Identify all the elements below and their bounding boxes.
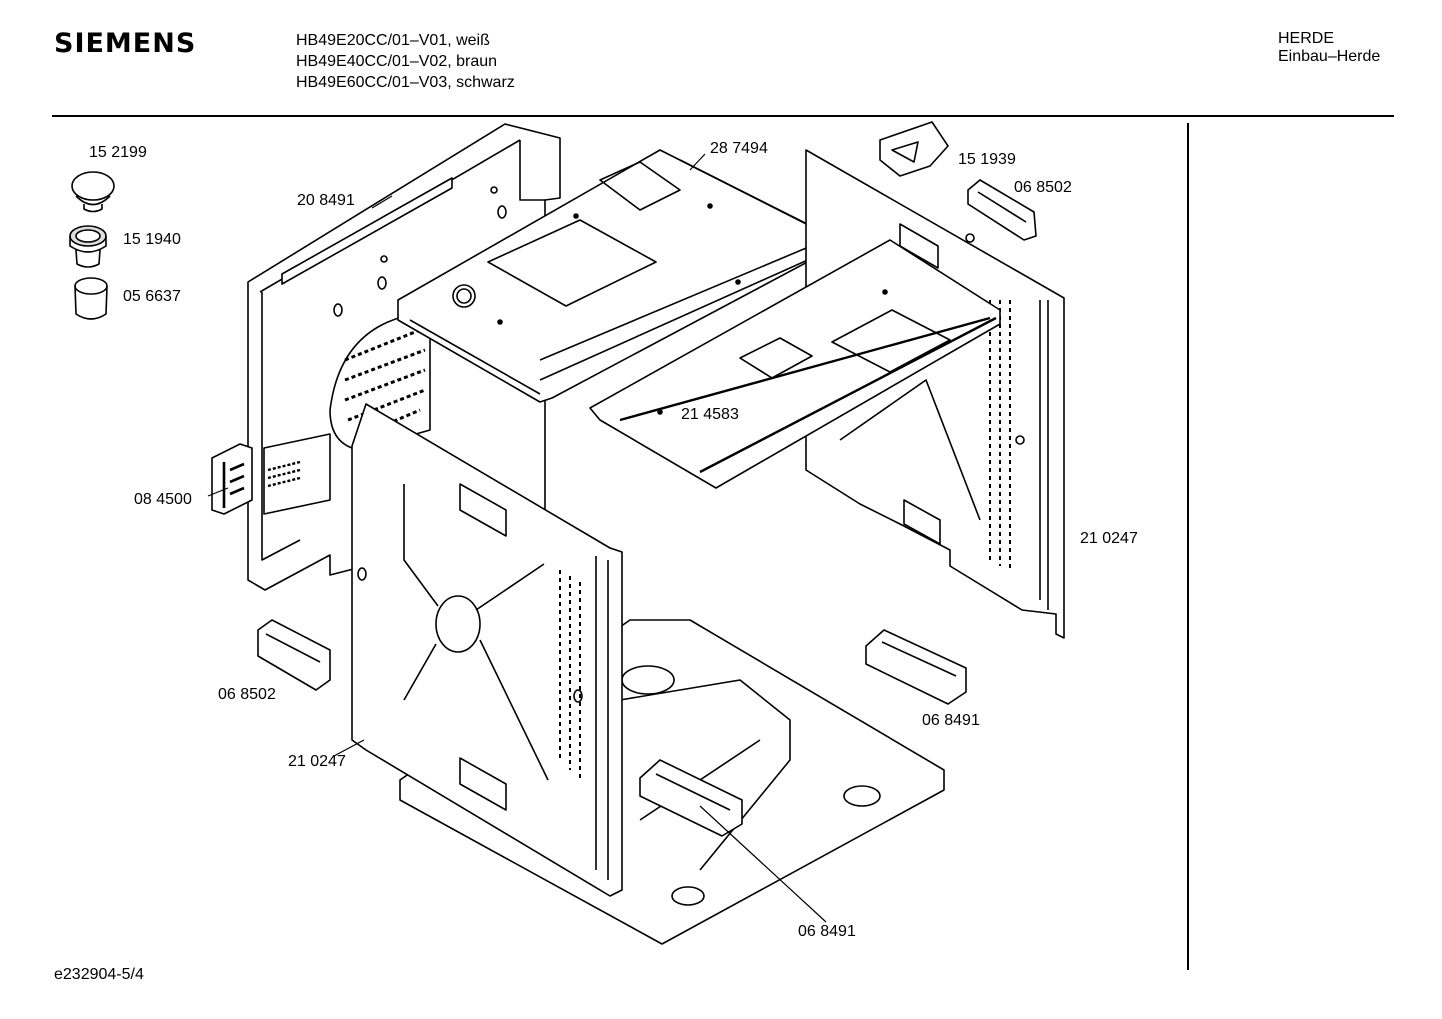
- part-number-06-8491-front[interactable]: 06 8491: [798, 923, 856, 940]
- part-number-05-6637[interactable]: 05 6637: [123, 288, 181, 305]
- part-number-06-8502-lower[interactable]: 06 8502: [218, 686, 276, 703]
- top-panel-icon: [397, 149, 836, 403]
- knob-part-icon: [69, 225, 107, 268]
- top-clip-icon: [879, 121, 949, 177]
- category-block: HERDE Einbau–Herde: [1278, 30, 1380, 66]
- part-number-28-7494[interactable]: 28 7494: [710, 140, 768, 157]
- side-divider: [1187, 123, 1189, 970]
- header-divider: [52, 115, 1394, 117]
- connector-block-icon: [211, 443, 253, 515]
- inner-rail-panel-icon: [589, 239, 1001, 489]
- part-number-21-0247[interactable]: 21 0247: [1080, 530, 1138, 547]
- rail-clip-right-icon: [865, 629, 967, 705]
- category-title: HERDE: [1278, 30, 1335, 47]
- part-number-21-4583[interactable]: 21 4583: [681, 406, 739, 423]
- part-number-06-8491[interactable]: 06 8491: [922, 712, 980, 729]
- rail-clip-front-icon: [639, 759, 743, 837]
- subcategory-title: Einbau–Herde: [1278, 48, 1381, 65]
- part-number-15-1940[interactable]: 15 1940: [123, 231, 181, 248]
- handle-part-icon: [967, 179, 1037, 241]
- model-list: HB49E20CC/01–V01, weiß HB49E40CC/01–V02,…: [296, 30, 515, 93]
- sleeve-part-icon: [74, 277, 108, 320]
- cap-part-icon: [71, 171, 115, 213]
- brand-logo: SIEMENS: [54, 28, 197, 59]
- part-number-21-0247-front[interactable]: 21 0247: [288, 753, 346, 770]
- model-line: HB49E20CC/01–V01, weiß: [296, 32, 490, 49]
- part-number-20-8491[interactable]: 20 8491: [297, 192, 355, 209]
- left-side-panel-icon: [351, 403, 623, 897]
- leader-lines: [207, 153, 827, 923]
- part-number-15-1939[interactable]: 15 1939: [958, 151, 1016, 168]
- handle-part-lower-icon: [257, 619, 331, 691]
- model-line: HB49E60CC/01–V03, schwarz: [296, 74, 515, 91]
- part-number-08-4500[interactable]: 08 4500: [134, 491, 192, 508]
- model-line: HB49E40CC/01–V02, braun: [296, 53, 498, 70]
- part-number-06-8502[interactable]: 06 8502: [1014, 179, 1072, 196]
- part-number-15-2199[interactable]: 15 2199: [89, 144, 147, 161]
- drawing-id: e232904-5/4: [54, 966, 144, 983]
